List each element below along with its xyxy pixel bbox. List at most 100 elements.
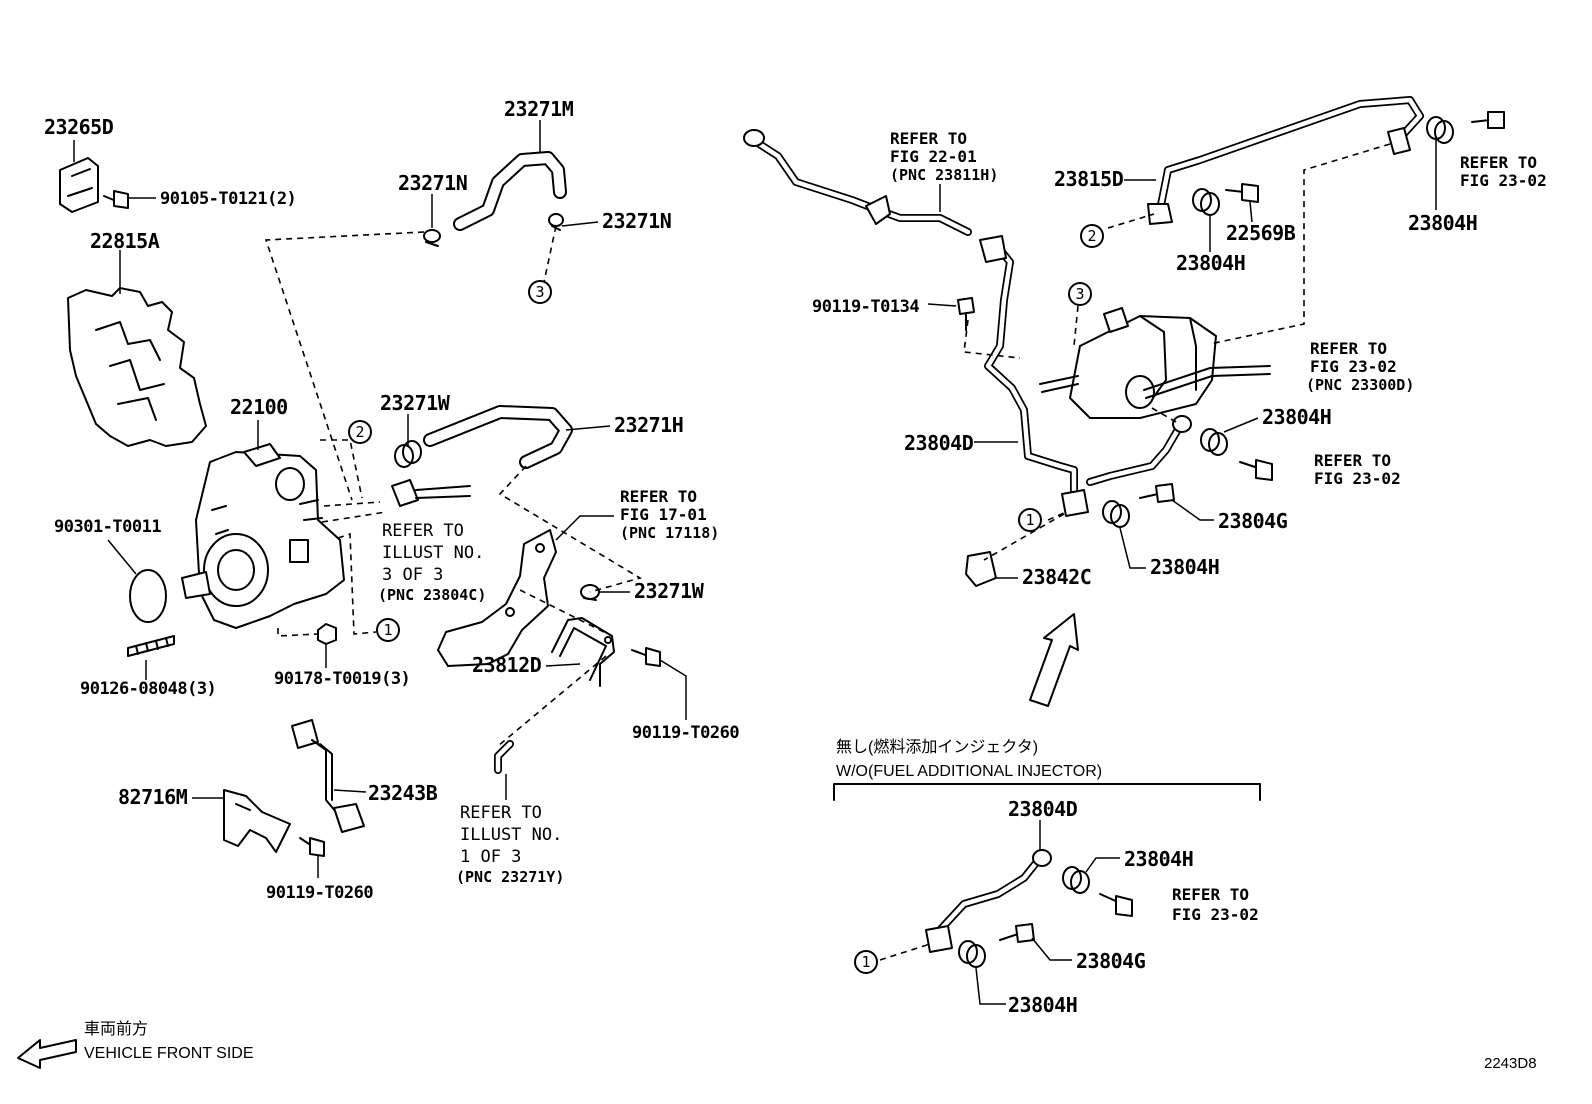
label-23271h: 23271H: [614, 413, 683, 437]
label-23804h-e: 23804H: [1124, 847, 1193, 871]
bolt-90105-drawing: [103, 190, 129, 209]
svg-text:(PNC 23811H): (PNC 23811H): [890, 166, 998, 184]
label-23804h-c: 23804H: [1262, 405, 1331, 429]
svg-text:REFER TO: REFER TO: [1314, 451, 1391, 470]
vehicle-front-arrow-icon: [17, 1039, 77, 1069]
label-23812d: 23812D: [472, 653, 542, 677]
svg-text:FIG 22-01: FIG 22-01: [890, 147, 977, 166]
label-23804d-a: 23804D: [904, 431, 974, 455]
svg-text:1: 1: [383, 621, 392, 639]
svg-text:(PNC 23300D): (PNC 23300D): [1306, 376, 1414, 394]
injector-assembly-drawing: [1039, 307, 1271, 419]
variant-note-english: W/O(FUEL ADDITIONAL INJECTOR): [836, 763, 1102, 780]
o-ring-90301-drawing: [129, 569, 167, 623]
clamp-23804h-d-drawing: [1102, 500, 1130, 528]
pipe-lower-right-drawing: [1086, 415, 1192, 486]
label-23271n-b: 23271N: [602, 209, 671, 233]
label-23804g-b: 23804G: [1076, 949, 1146, 973]
variant-bracket-line: [833, 783, 1261, 801]
bracket-17118-drawing: [437, 529, 557, 667]
label-23265d: 23265D: [44, 115, 114, 139]
bolt-fig2302-top-drawing: [1471, 111, 1505, 129]
clamp-23804h-f-drawing: [958, 940, 986, 968]
label-90301-t0011: 90301-T0011: [54, 517, 161, 537]
callout-circle-3-b: 3: [1068, 282, 1092, 306]
svg-text:REFER TO: REFER TO: [1172, 885, 1249, 904]
clamp-23804h-b-drawing: [1426, 116, 1454, 144]
label-22815a: 22815A: [90, 229, 160, 253]
clamp-23804h-e-drawing: [1062, 866, 1090, 894]
clamp-23804h-c-drawing: [1200, 428, 1228, 456]
clamp-23271n-a-drawing: [423, 229, 441, 247]
bolt-fig2302-bot-drawing: [1099, 893, 1133, 917]
hose-23271h-drawing: [423, 405, 573, 469]
svg-text:FIG 17-01: FIG 17-01: [620, 505, 707, 524]
svg-text:REFER TO: REFER TO: [460, 803, 542, 823]
label-22569b: 22569B: [1226, 221, 1296, 245]
label-90119-t0134: 90119-T0134: [812, 297, 919, 317]
leader-lines: [73, 120, 1437, 1005]
figure-code: 2243D8: [1484, 1055, 1537, 1072]
front-note-english: VEHICLE FRONT SIDE: [84, 1045, 254, 1062]
label-90105-t0121: 90105-T0121(2): [160, 189, 296, 209]
svg-text:FIG 23-02: FIG 23-02: [1172, 905, 1259, 924]
refer-illust-1-of-3: REFER TO ILLUST NO. 1 OF 3 (PNC 23271Y): [456, 803, 564, 886]
label-82716m: 82716M: [118, 785, 188, 809]
label-23271n-a: 23271N: [398, 171, 467, 195]
hose-end-23271y-drawing: [494, 740, 514, 774]
arrow-up-icon: [1029, 613, 1079, 707]
svg-text:3: 3: [535, 283, 544, 301]
bolt-90119-t0134-drawing: [957, 297, 975, 331]
svg-text:ILLUST NO.: ILLUST NO.: [382, 543, 484, 563]
refer-fig-23-02-pnc: REFER TO FIG 23-02 (PNC 23300D): [1306, 339, 1414, 394]
label-90126-08048: 90126-08048(3): [80, 679, 216, 699]
label-23842c: 23842C: [1022, 565, 1091, 589]
svg-text:REFER TO: REFER TO: [1310, 339, 1387, 358]
sensor-23243b-drawing: [291, 719, 365, 833]
pipe-23804d-variant-drawing: [925, 849, 1052, 953]
clamp-23804h-a-drawing: [1192, 188, 1220, 216]
label-23815d: 23815D: [1054, 167, 1124, 191]
svg-text:2: 2: [1087, 227, 1096, 245]
svg-text:REFER TO: REFER TO: [1460, 153, 1537, 172]
bolt-90119-t0260-b-drawing: [299, 837, 325, 857]
clamp-23271w-a-drawing: [394, 440, 422, 468]
nut-90178-drawing: [317, 623, 337, 645]
label-23804h-b: 23804H: [1408, 211, 1477, 235]
refer-fig-23-02-bot: REFER TO FIG 23-02: [1172, 885, 1259, 924]
svg-text:FIG 23-02: FIG 23-02: [1314, 469, 1401, 488]
label-22100: 22100: [230, 395, 288, 419]
svg-text:FIG 23-02: FIG 23-02: [1310, 357, 1397, 376]
svg-text:2: 2: [355, 423, 364, 441]
label-90178-t0019: 90178-T0019(3): [274, 669, 410, 689]
svg-text:FIG 23-02: FIG 23-02: [1460, 171, 1547, 190]
refer-illust-3-of-3: REFER TO ILLUST NO. 3 OF 3 (PNC 23804C): [378, 521, 486, 604]
cover-22815a-drawing: [67, 287, 207, 447]
callout-circle-1-b: 1: [1018, 508, 1042, 532]
callout-circle-3-a: 3: [528, 280, 552, 304]
bolt-23804g-a-drawing: [1139, 483, 1175, 503]
svg-text:1: 1: [861, 953, 870, 971]
callout-circle-1-c: 1: [854, 950, 878, 974]
refer-fig-22-01: REFER TO FIG 22-01 (PNC 23811H): [890, 129, 998, 184]
bolt-22569b-drawing: [1225, 183, 1259, 203]
clip-23842c-drawing: [965, 551, 997, 587]
label-23271w-a: 23271W: [380, 391, 451, 415]
svg-text:REFER TO: REFER TO: [382, 521, 464, 541]
label-23271w-b: 23271W: [634, 579, 705, 603]
hose-joint-drawing: [391, 479, 471, 507]
pipe-23804d-drawing: [979, 235, 1089, 517]
label-90119-t0260-a: 90119-T0260: [632, 723, 739, 743]
label-23804g-a: 23804G: [1218, 509, 1288, 533]
front-note-japanese: 車両前方: [84, 1020, 148, 1038]
svg-text:(PNC 23804C): (PNC 23804C): [378, 586, 486, 604]
svg-text:1: 1: [1025, 511, 1034, 529]
bracket-82716m-drawing: [223, 789, 291, 853]
bolt-90119-t0260-a-drawing: [631, 647, 661, 667]
hose-23271m-drawing: [453, 151, 567, 231]
refer-fig-23-02-top: REFER TO FIG 23-02: [1460, 153, 1547, 190]
stud-90126-drawing: [127, 635, 175, 657]
callout-circle-1-a: 1: [376, 618, 400, 642]
